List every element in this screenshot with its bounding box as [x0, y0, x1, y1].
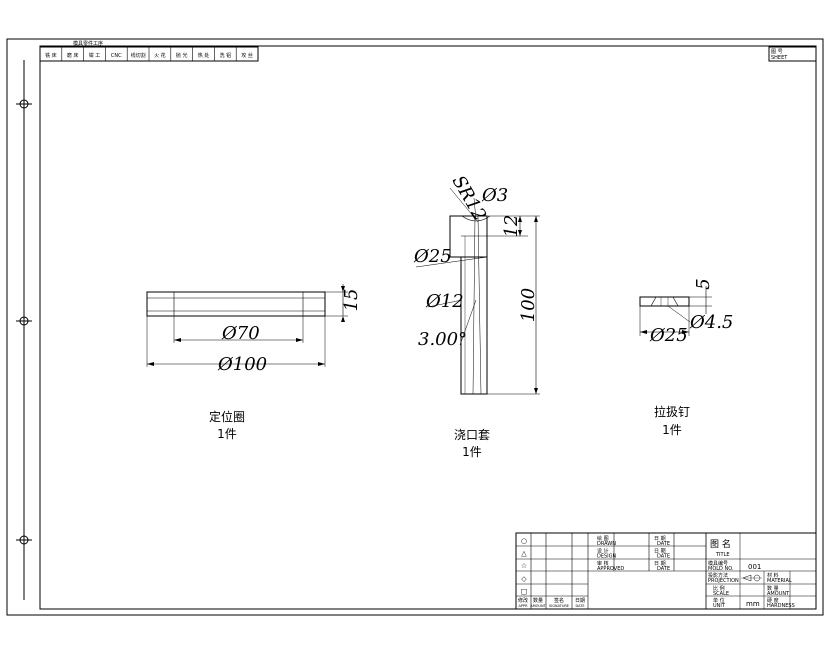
part-qty-sprue-bushing: 1件: [462, 445, 482, 459]
part-name-locating-ring: 定位圈: [209, 409, 245, 424]
process-cell: 热 处: [198, 52, 210, 59]
personnel-field-cn2: 日 期: [654, 549, 666, 555]
outer-border: [6, 38, 824, 616]
revision-header: 修改: [518, 597, 528, 604]
unit-en: UNIT: [713, 603, 726, 609]
mold-no-value: 001: [748, 563, 761, 571]
personnel-field-cn: 绘 图: [597, 535, 609, 542]
dim-pin-d45: Ø4.5: [689, 312, 733, 333]
registration-mark-bottom: [16, 535, 32, 545]
part-pull-pin: 5 Ø25 Ø4.5: [639, 278, 733, 346]
projection-symbol-icon: [741, 574, 762, 582]
title-label-cn: 图 名: [710, 538, 731, 550]
revision-symbol: ☆: [521, 562, 527, 570]
dim-bushing-d25: Ø25: [413, 246, 452, 267]
amount-en: AMOUNT: [767, 591, 790, 597]
process-cell: 火 花: [154, 52, 166, 59]
revision-header-en: DATE: [575, 604, 584, 608]
part-qty-locating-ring: 1件: [217, 427, 237, 441]
material-en: MATERIAL: [767, 578, 792, 584]
registration-mark-middle: [16, 316, 32, 326]
process-cell: 线切割: [131, 52, 146, 59]
material-cn: 材 料: [767, 572, 779, 579]
title-label-en: TITLE: [715, 552, 730, 558]
revision-symbol: ◇: [521, 575, 527, 583]
personnel-field-cn: 设 计: [597, 548, 609, 555]
dim-ring-d100: Ø100: [217, 354, 267, 375]
personnel-field-en: DESIGN: [597, 554, 617, 560]
dim-bushing-angle: 3.00°: [418, 329, 467, 350]
part-name-sprue-bushing: 浇口套: [454, 428, 490, 442]
personnel-field-en2: DATE: [657, 566, 670, 572]
part-sprue-bushing: SR12 Ø3 12 Ø25 Ø12 3.00° 100: [413, 172, 540, 395]
dim-pin-d25: Ø25: [649, 325, 688, 346]
hardness-en: HARDNESS: [767, 603, 795, 609]
process-bar-caption: 模具零件工序: [73, 40, 103, 47]
process-bar: 模具零件工序 铣 床 磨 床 钳 工 CNC 线切割 火 花 抛 光 热 处 洗 铝 攻 丝: [39, 40, 259, 62]
hardness-cn: 硬 度: [767, 597, 779, 604]
personnel-field-en: DRAWN: [597, 541, 616, 547]
process-cell: 钳 工: [89, 52, 101, 59]
revision-header-en: SIGNATURE: [549, 604, 569, 608]
revision-symbol: △: [521, 550, 527, 558]
sheet-number-cn: 图 号: [771, 49, 783, 55]
dim-bushing-d12: Ø12: [425, 291, 464, 312]
dim-bushing-12: 12: [501, 215, 522, 238]
mold-no-en: MOLD NO.: [708, 566, 734, 572]
dim-ring-height: 15: [341, 289, 362, 312]
revision-symbol: ○: [521, 537, 527, 545]
sheet-number-en: SHEET: [771, 55, 788, 61]
registration-mark-top: [16, 99, 32, 109]
dim-bushing-100: 100: [518, 288, 539, 322]
part-name-pull-pin: 拉扱钉: [654, 404, 690, 419]
revision-header: 数量: [533, 597, 543, 604]
dim-pin-5: 5: [693, 278, 714, 289]
process-cell: 铣 床: [45, 52, 57, 59]
revision-symbol: □: [521, 587, 528, 595]
mold-no-cn: 模具编号: [708, 560, 728, 567]
dim-ring-d70: Ø70: [221, 323, 260, 344]
process-cell: 抛 光: [176, 52, 188, 59]
revision-header-en: AMOUNT: [530, 604, 546, 608]
process-cell: 磨 床: [67, 52, 79, 59]
amount-cn: 数 量: [767, 585, 779, 592]
part-locating-ring: Ø70 Ø100 15: [146, 284, 362, 375]
scale-cn: 比 例: [713, 585, 725, 592]
process-cell: 洗 铝: [220, 52, 232, 59]
projection-en: PROJECTION: [708, 578, 739, 584]
revision-header: 日期: [575, 598, 585, 604]
unit-value: mm: [746, 600, 760, 608]
unit-cn: 单 位: [713, 597, 725, 604]
revision-header: 签名: [554, 597, 564, 604]
process-cell: CNC: [111, 53, 122, 59]
part-qty-pull-pin: 1件: [662, 423, 682, 437]
dim-bushing-d3: Ø3: [481, 185, 508, 206]
personnel-field-cn2: 日 期: [654, 536, 666, 542]
process-cell: 攻 丝: [241, 52, 253, 59]
scale-en: SCALE: [713, 591, 729, 597]
personnel-field-cn: 审 核: [597, 560, 609, 567]
personnel-field-cn2: 日 期: [654, 561, 666, 567]
personnel-field-en2: DATE: [657, 554, 670, 560]
ring-outline: [146, 291, 326, 317]
personnel-field-en2: DATE: [657, 541, 670, 547]
sheet-number-box: 图 号 SHEET: [768, 46, 817, 62]
personnel-field-en: APPROVED: [597, 566, 624, 572]
inner-border: [39, 45, 817, 610]
projection-cn: 投影方法: [708, 572, 728, 579]
revision-header-en: APPR: [518, 604, 528, 608]
